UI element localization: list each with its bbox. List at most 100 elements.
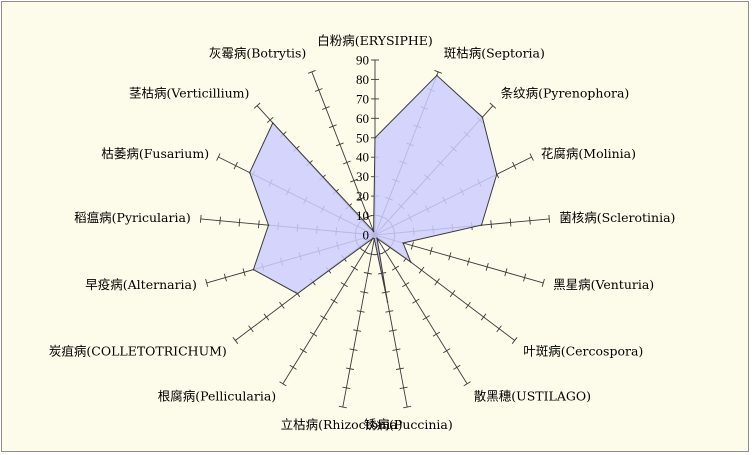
tick-label: 0 bbox=[363, 228, 370, 243]
axis-line bbox=[282, 234, 376, 385]
axis-tick bbox=[253, 102, 261, 109]
axis-tick bbox=[307, 69, 316, 74]
axis-tick bbox=[299, 348, 307, 354]
axis-tick bbox=[480, 313, 487, 321]
axis-line bbox=[374, 234, 468, 385]
axis-tick bbox=[361, 249, 369, 254]
axis-tick bbox=[363, 272, 372, 275]
axis-tick bbox=[328, 124, 337, 129]
tick-label: 10 bbox=[356, 208, 369, 223]
axis-tick bbox=[465, 301, 471, 309]
axis-tick bbox=[289, 364, 297, 370]
data-point bbox=[296, 292, 299, 295]
axis-tick bbox=[523, 273, 527, 282]
axis-tick bbox=[263, 313, 270, 321]
data-point bbox=[248, 171, 251, 174]
data-point bbox=[373, 238, 376, 240]
axis-tick bbox=[367, 252, 376, 256]
axis-tick bbox=[418, 266, 425, 274]
tick-label: 90 bbox=[356, 53, 369, 68]
category-label: 根腐病(Pellicularia) bbox=[158, 389, 276, 404]
category-label: 花腐病(Molinia) bbox=[541, 146, 636, 161]
axis-tick bbox=[258, 220, 260, 229]
data-point bbox=[272, 122, 274, 124]
axis-tick bbox=[279, 381, 287, 387]
axis-tick bbox=[443, 348, 451, 354]
axis-tick bbox=[453, 364, 461, 370]
category-label: 早疫病(Alternaria) bbox=[85, 277, 197, 292]
axis-tick bbox=[338, 405, 347, 409]
tick-label: 30 bbox=[356, 169, 369, 184]
axis-tick bbox=[548, 214, 551, 223]
axis-tick bbox=[485, 262, 489, 271]
axis-tick bbox=[360, 291, 369, 294]
category-label: 叶斑病(Cercospora) bbox=[523, 344, 643, 359]
axis-tick bbox=[364, 214, 372, 219]
axis-tick bbox=[223, 273, 227, 282]
axis-tick bbox=[233, 161, 238, 170]
axis-line bbox=[342, 234, 376, 408]
tick-label: 80 bbox=[356, 72, 369, 87]
axis-tick bbox=[340, 282, 348, 288]
axis-tick bbox=[541, 278, 545, 287]
axis-tick bbox=[238, 218, 241, 227]
axis-tick bbox=[350, 265, 359, 271]
axis-tick bbox=[266, 116, 274, 124]
axis-tick bbox=[410, 241, 414, 250]
axis-tick bbox=[335, 142, 344, 147]
axis-tick bbox=[242, 268, 246, 277]
category-label: 灰霉病(Botrytis) bbox=[209, 45, 306, 60]
data-point bbox=[267, 224, 270, 226]
axis-tick bbox=[448, 252, 452, 261]
axis-line bbox=[311, 71, 376, 236]
axis-tick bbox=[429, 246, 433, 255]
axis-tick bbox=[403, 405, 412, 409]
axis-tick bbox=[346, 367, 354, 370]
axis-tick bbox=[205, 278, 209, 287]
axis-tick bbox=[396, 367, 404, 370]
axis-tick bbox=[199, 214, 202, 223]
category-label: 条纹病(Pyrenophora) bbox=[501, 86, 630, 101]
axis-tick bbox=[309, 331, 318, 337]
axis-tick bbox=[432, 331, 441, 337]
data-point bbox=[480, 224, 483, 226]
axis-tick bbox=[402, 282, 410, 288]
axis-tick bbox=[496, 325, 502, 333]
axis-tick bbox=[216, 153, 221, 161]
axis-tick bbox=[219, 216, 221, 225]
axis-tick bbox=[529, 216, 531, 225]
tick-label: 50 bbox=[356, 130, 369, 145]
data-point bbox=[374, 137, 376, 139]
data-point bbox=[386, 301, 389, 303]
axis-tick bbox=[489, 102, 497, 109]
tick-label: 60 bbox=[356, 111, 369, 126]
axis-tick bbox=[422, 315, 430, 321]
data-point bbox=[496, 173, 498, 176]
axis-tick bbox=[353, 329, 362, 332]
axis-tick bbox=[529, 153, 534, 161]
radar-series bbox=[248, 74, 498, 303]
axis-tick bbox=[392, 348, 401, 351]
axis-tick bbox=[412, 298, 420, 304]
axis-tick bbox=[504, 268, 508, 277]
axis-tick bbox=[512, 161, 517, 170]
axis-tick bbox=[342, 386, 351, 390]
data-point bbox=[372, 230, 375, 233]
axis-tick bbox=[490, 220, 492, 229]
category-label: 黑星病(Venturia) bbox=[553, 277, 654, 292]
tick-label: 20 bbox=[356, 189, 369, 204]
tick-label: 40 bbox=[356, 150, 369, 165]
axis-tick bbox=[381, 249, 389, 254]
axis-tick bbox=[350, 178, 358, 183]
category-label: 白粉病(ERYSIPHE) bbox=[317, 33, 433, 48]
data-point bbox=[252, 268, 255, 271]
axis-tick bbox=[388, 329, 397, 332]
category-label: 锈病(Puccinia) bbox=[364, 417, 453, 432]
axis-tick bbox=[330, 298, 338, 304]
axis-tick bbox=[314, 88, 323, 92]
category-label: 茎枯病(Verticillium) bbox=[129, 86, 249, 101]
category-label: 枯萎病(Fusarium) bbox=[101, 146, 209, 161]
